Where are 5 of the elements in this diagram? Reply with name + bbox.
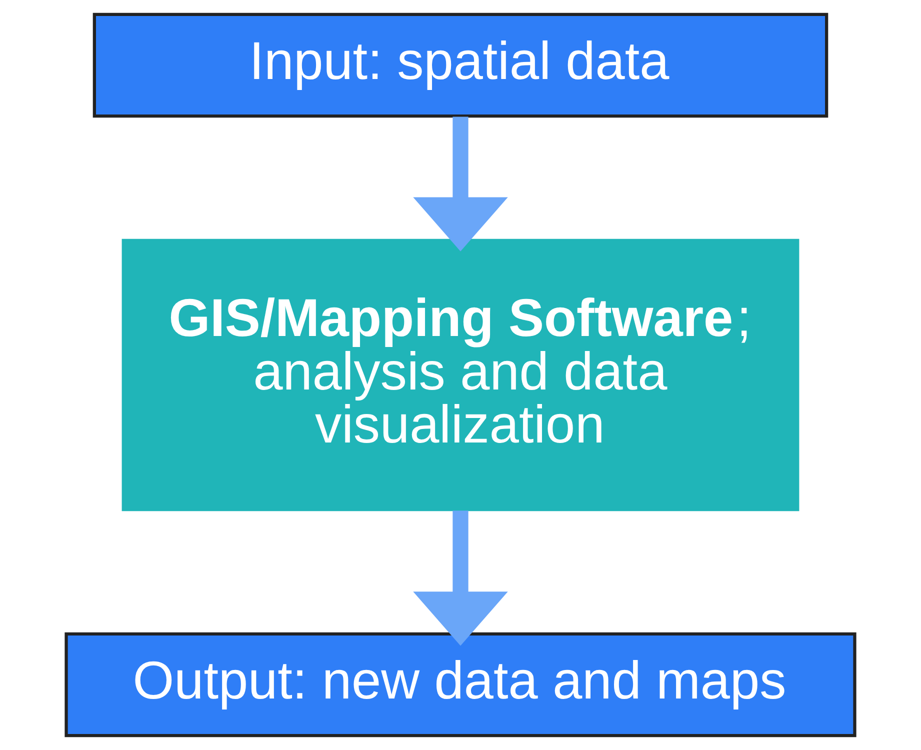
- node-box: Input: spatial data: [92, 12, 828, 118]
- node-box: GIS/Mapping Software; analysis and data visualization: [122, 238, 800, 512]
- node-box: Output: new data and maps: [64, 632, 856, 738]
- arrow: [413, 510, 508, 646]
- arrow: [413, 116, 508, 252]
